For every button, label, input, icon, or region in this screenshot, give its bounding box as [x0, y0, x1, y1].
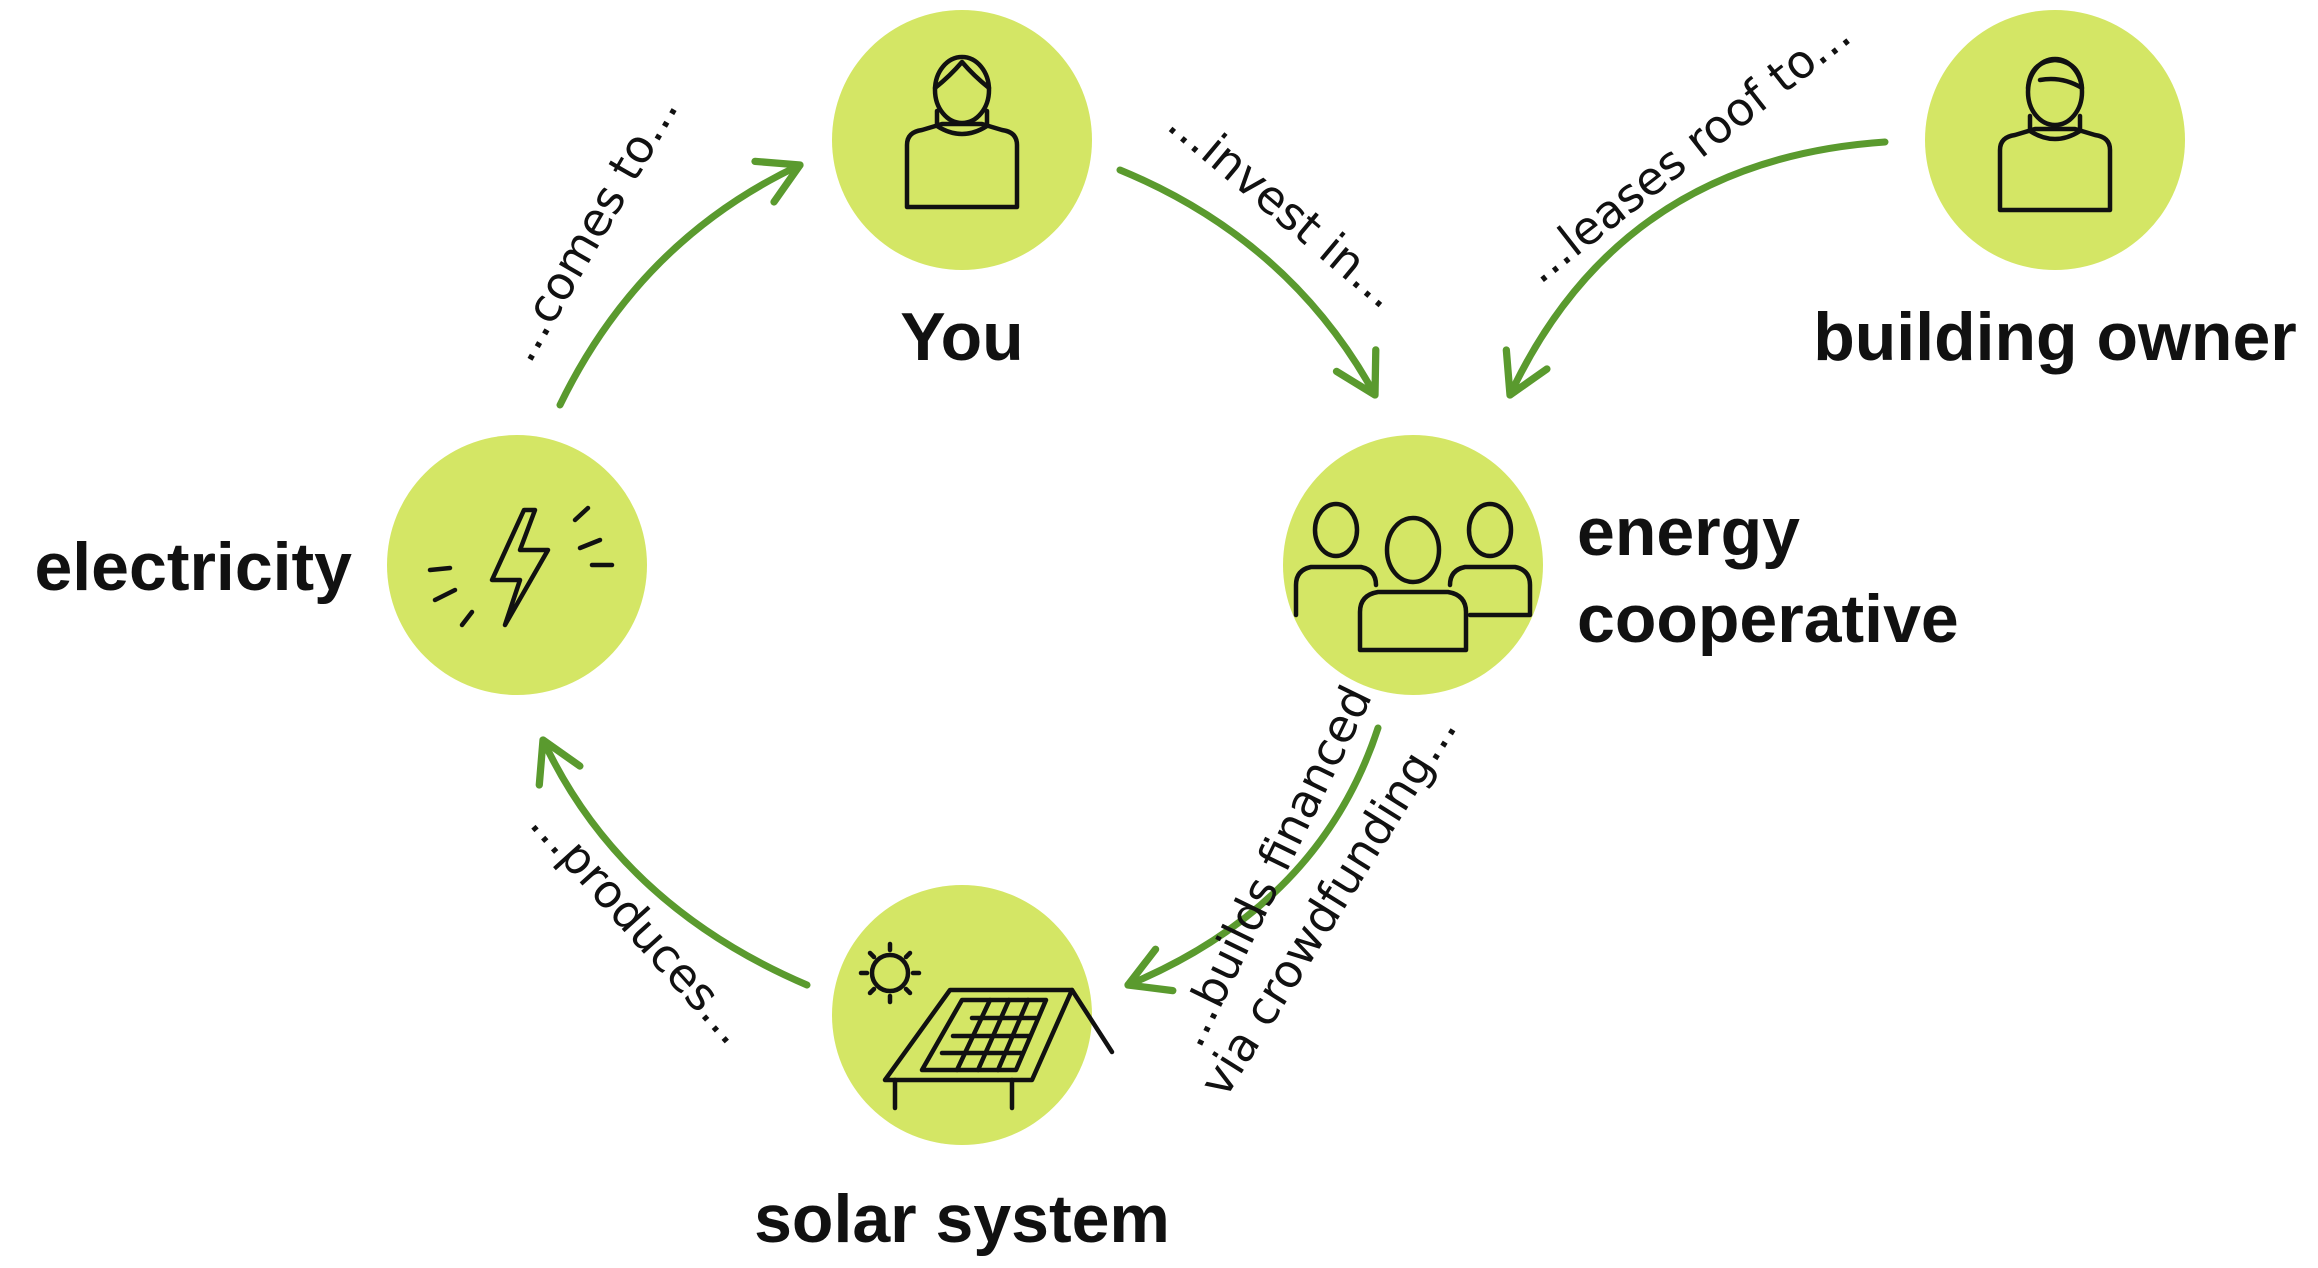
node-electricity-label: electricity — [34, 529, 352, 605]
solar-panel-icon — [858, 941, 1115, 1111]
node-solar-system-circle — [832, 885, 1092, 1145]
node-you-label: You — [900, 299, 1023, 375]
arrow-solar-to-electricity — [535, 736, 811, 989]
node-solar-system: solar system — [754, 885, 1170, 1257]
edge-label-comes-to: ...comes to... — [493, 85, 689, 370]
arrow-electricity-to-you — [556, 157, 804, 409]
node-solar-system-label: solar system — [754, 1181, 1170, 1257]
node-you-circle — [832, 10, 1092, 270]
person-icon — [904, 54, 1020, 210]
lightning-icon — [427, 505, 615, 628]
node-electricity-circle — [387, 435, 647, 695]
node-you: You — [832, 10, 1092, 375]
node-energy-cooperative-circle — [1283, 435, 1543, 695]
node-energy-cooperative-label-line2: cooperative — [1577, 581, 1959, 657]
node-electricity: electricity — [34, 435, 647, 695]
arrow-you-to-cooperative — [1116, 166, 1380, 399]
arrow-owner-to-cooperative — [1502, 138, 1889, 399]
group-icon — [1293, 501, 1533, 653]
node-building-owner: building owner — [1813, 10, 2297, 375]
edge-label-produces: ...produces... — [520, 796, 760, 1054]
node-building-owner-label: building owner — [1813, 299, 2297, 375]
node-energy-cooperative-label-line1: energy — [1577, 494, 1800, 570]
node-energy-cooperative: energy cooperative — [1283, 435, 1959, 695]
person-icon — [1997, 56, 2113, 213]
arrow-cooperative-to-solar — [1124, 724, 1382, 995]
